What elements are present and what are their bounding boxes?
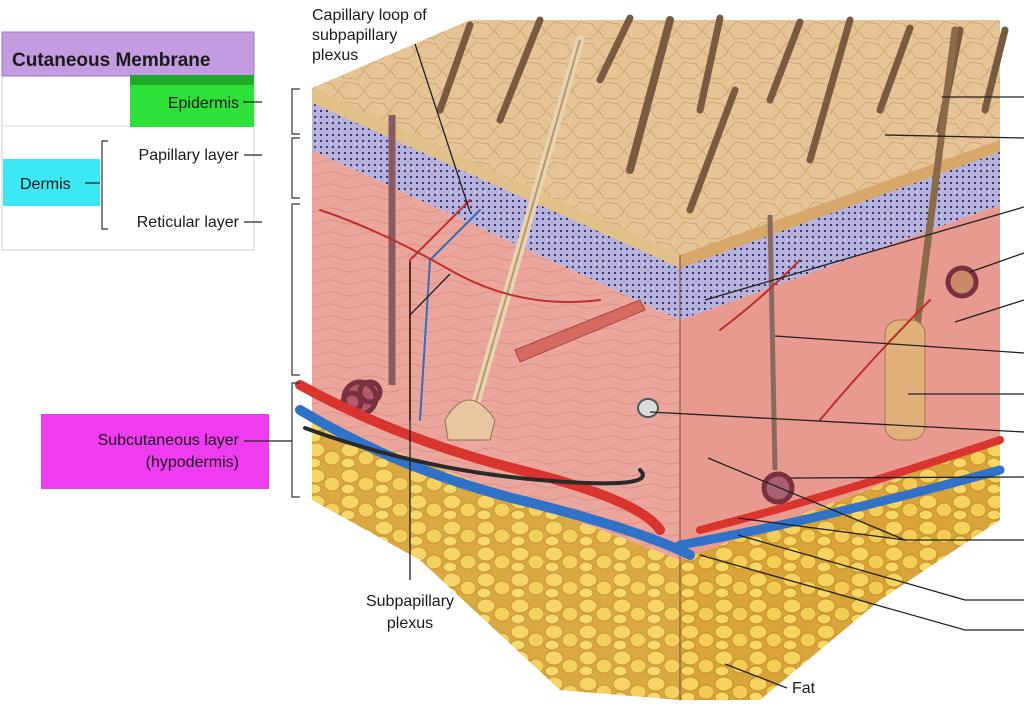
subcutaneous-bracket	[291, 382, 300, 498]
subcutaneous-right-face	[680, 440, 1000, 700]
panel-title: Cutaneous Membrane	[12, 50, 210, 71]
epidermis-box-top	[130, 75, 254, 85]
capillary-loop-label-line2: subpapillary	[312, 27, 397, 44]
subpapillary-label-line1: Subpapillary	[366, 593, 454, 610]
papillary-bracket	[291, 137, 300, 199]
fat-label: Fat	[792, 680, 816, 697]
subcutaneous-label-line2: (hypodermis)	[146, 454, 239, 471]
dermis-label: Dermis	[20, 176, 71, 193]
reticular-layer-label: Reticular layer	[137, 214, 240, 231]
subcutaneous-label-line1: Subcutaneous layer	[98, 432, 240, 449]
hair-follicles	[388, 26, 959, 471]
blood-vessels	[295, 199, 1005, 560]
subpapillary-label-line2: plexus	[387, 615, 433, 632]
epidermis-right-face	[680, 140, 1000, 320]
legend-panel: Cutaneous Membrane Epidermis Dermis Papi…	[1, 31, 262, 251]
subpapillary-leader-b	[409, 273, 451, 316]
capillary-loop-label-line3: plexus	[312, 47, 358, 64]
fat-leader	[724, 663, 788, 689]
dermis-bracket	[101, 140, 108, 230]
lamellar-corpuscle	[637, 398, 659, 418]
right-leader-lines	[649, 96, 1024, 631]
hair-shafts	[436, 14, 1009, 214]
dermis-box	[3, 159, 100, 206]
stratum-corneum-right	[680, 140, 1000, 268]
skin-surface	[312, 20, 1000, 255]
panel-title-bar	[1, 31, 255, 77]
capillary-loop-label-line1: Capillary loop of	[312, 7, 427, 24]
subcutaneous-box	[41, 414, 269, 489]
capillary-loop-leader	[414, 43, 471, 213]
epidermis-bracket	[291, 88, 300, 135]
reticular-bracket	[291, 203, 300, 376]
subcutaneous-left-face	[312, 420, 680, 700]
skin-block	[312, 20, 1000, 700]
stratum-corneum-left	[312, 88, 680, 268]
arrector-pili-muscle	[514, 299, 646, 363]
epidermis-left-face	[312, 88, 680, 320]
papillary-layer-label: Papillary layer	[139, 147, 240, 164]
epidermis-label: Epidermis	[168, 95, 239, 112]
layer-brackets	[291, 88, 300, 498]
dermis-left-face	[312, 150, 680, 560]
